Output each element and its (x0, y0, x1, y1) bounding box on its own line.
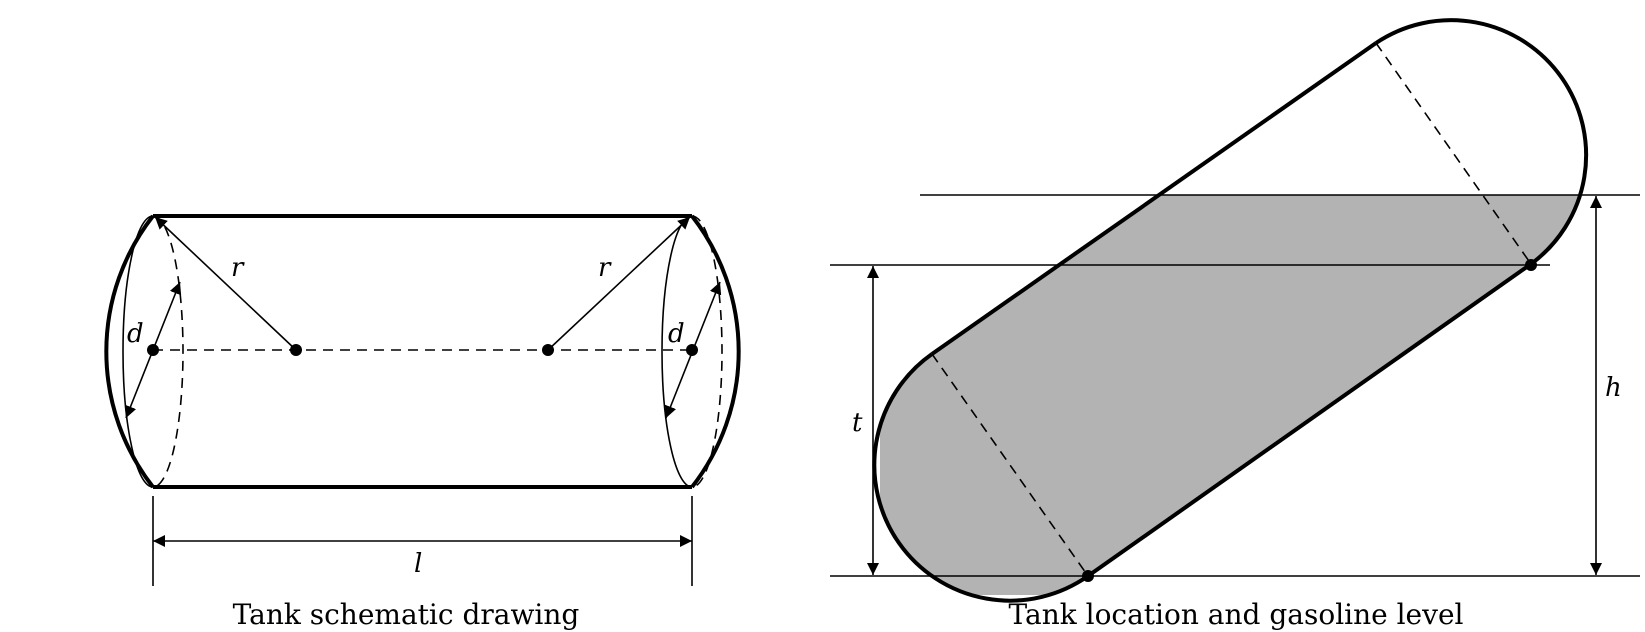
upper-contact-point (1525, 259, 1537, 271)
right-caption: Tank location and gasoline level (1009, 598, 1464, 631)
tank-schematic: r r d d l Tank schematic drawing (104, 214, 741, 631)
tilted-tank-outline (872, 18, 1589, 603)
diameter-label-right: d (668, 319, 685, 349)
length-dimension (152, 496, 693, 586)
height-label: h (1605, 373, 1622, 403)
right-diameter-arrow (664, 281, 722, 419)
diameter-label-left: d (127, 319, 144, 349)
gasoline-fill (880, 195, 1580, 595)
right-radius-arrow (547, 216, 691, 351)
upper-cross-section (1375, 42, 1532, 265)
right-cross-section (661, 215, 723, 488)
tank-tilted: t h Tank location and gasoline level (830, 18, 1640, 631)
length-label: l (414, 549, 422, 579)
left-caption: Tank schematic drawing (233, 598, 580, 631)
radius-label-right: r (598, 253, 612, 283)
lower-contact-point (1082, 570, 1094, 582)
lower-cross-section (931, 353, 1089, 577)
tank-outline (104, 214, 741, 489)
left-diameter-arrow (124, 281, 182, 419)
right-end-cap (690, 214, 741, 489)
left-end-cap (104, 214, 155, 489)
radius-label-left: r (231, 253, 245, 283)
tilt-label: t (852, 408, 863, 438)
left-radius-arrow (154, 216, 297, 351)
left-cross-section (122, 215, 184, 488)
